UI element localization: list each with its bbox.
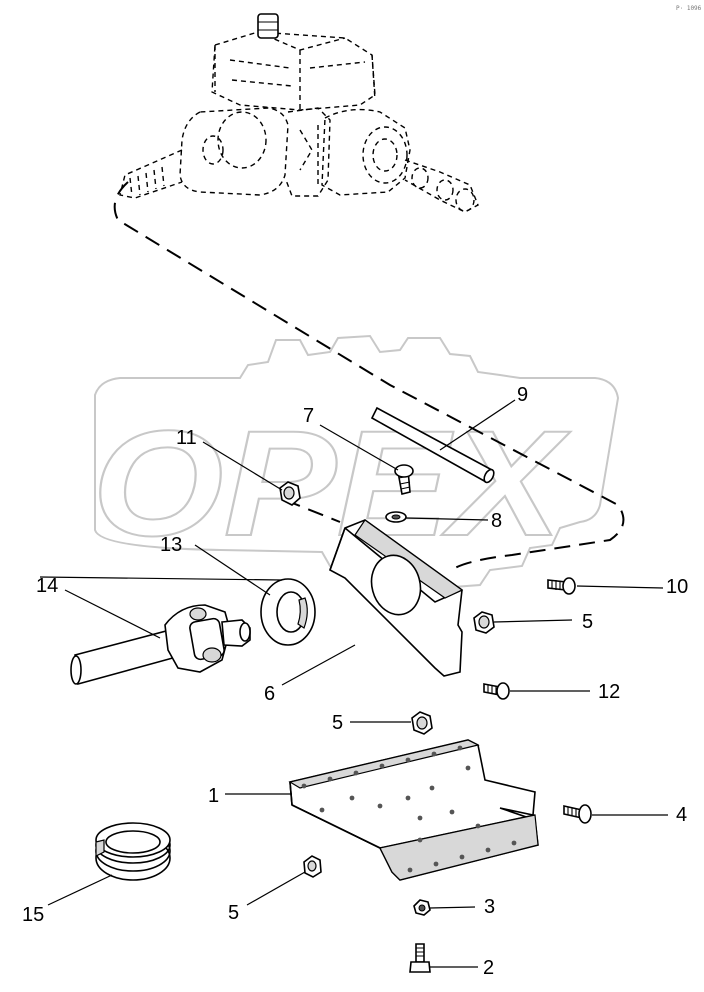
gearbox-right-housing bbox=[321, 108, 411, 196]
gearbox-top-block bbox=[211, 31, 376, 111]
callout-label-15: 15 bbox=[22, 904, 44, 926]
gearbox-assembly-hidden bbox=[119, 13, 479, 213]
gearbox-left-shaft bbox=[119, 149, 183, 199]
part-2-bolt bbox=[409, 943, 431, 973]
gearbox-breather-plug bbox=[257, 13, 279, 39]
watermark-gear-outline bbox=[94, 334, 620, 601]
callout-label-11: 11 bbox=[176, 427, 197, 449]
callout-label-2: 2 bbox=[483, 957, 494, 979]
gearbox-center-section bbox=[285, 107, 331, 197]
callout-label-5a: 5 bbox=[582, 611, 593, 633]
part-5c-nut bbox=[303, 855, 322, 878]
callout-label-13: 13 bbox=[160, 534, 182, 556]
gearbox-right-shaft bbox=[404, 159, 479, 213]
part-14-drive-shaft bbox=[70, 604, 251, 686]
callout-label-6: 6 bbox=[264, 683, 275, 705]
callout-labels: 9 7 11 8 13 14 10 5 6 12 5 1 4 5 3 15 2 bbox=[22, 384, 688, 979]
callout-label-4: 4 bbox=[676, 804, 687, 826]
part-13-seal-ring bbox=[260, 578, 316, 646]
part-3-nut bbox=[413, 899, 431, 916]
part-10-bolt bbox=[547, 577, 576, 595]
part-6-mounting-plate bbox=[329, 519, 464, 677]
callout-label-5c: 5 bbox=[228, 902, 239, 924]
callout-label-9: 9 bbox=[517, 384, 528, 406]
callout-label-5b: 5 bbox=[332, 712, 343, 734]
callout-label-8: 8 bbox=[491, 510, 502, 532]
opex-watermark: OPEX bbox=[91, 334, 620, 601]
callout-label-7: 7 bbox=[303, 405, 314, 427]
part-9-pin bbox=[370, 406, 495, 484]
callout-label-10: 10 bbox=[666, 576, 688, 598]
part-8-washer bbox=[385, 511, 407, 523]
bracket-holes bbox=[301, 745, 517, 873]
callout-label-12: 12 bbox=[598, 681, 620, 703]
part-5a-nut bbox=[473, 611, 495, 634]
plate-center-hole bbox=[370, 554, 422, 616]
callout-label-14: 14 bbox=[36, 575, 58, 597]
part-1-base-bracket bbox=[288, 739, 539, 881]
part-15-spring-ring bbox=[95, 822, 171, 881]
part-4-bolt bbox=[563, 804, 592, 824]
watermark-text: OPEX bbox=[92, 399, 571, 567]
part-12-bolt bbox=[483, 682, 510, 700]
callout-label-3: 3 bbox=[484, 896, 495, 918]
assembly-boundary-dashed bbox=[113, 181, 625, 569]
gearbox-left-housing bbox=[179, 107, 289, 196]
leader-lines bbox=[39, 399, 668, 968]
callout-label-1: 1 bbox=[208, 785, 219, 807]
corner-code: P· 1096 bbox=[676, 5, 702, 12]
part-7-bolt bbox=[394, 464, 414, 495]
part-11-nut bbox=[279, 481, 301, 506]
part-5b-nut bbox=[411, 711, 433, 735]
